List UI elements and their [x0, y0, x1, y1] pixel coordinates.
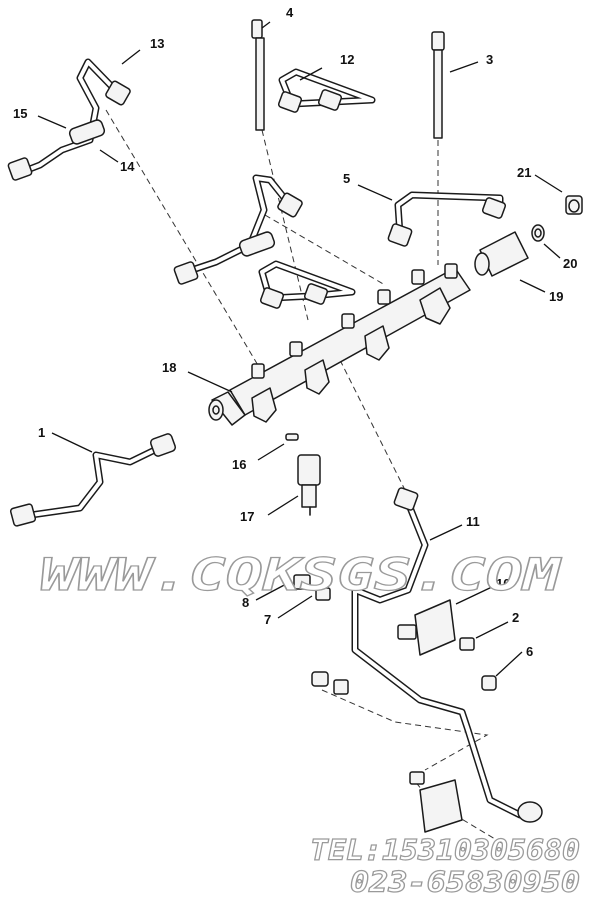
callout-12: 12: [340, 52, 354, 67]
clip-7-8: [293, 574, 331, 601]
leader-arrows: [37, 21, 563, 677]
pressure-sensor-17: [297, 454, 321, 516]
callout-11: 11: [466, 514, 480, 529]
callout-5: 5: [343, 171, 350, 186]
bolt-1: [459, 637, 475, 651]
fuel-supply-line-11: [351, 487, 543, 823]
callout-3: 3: [486, 52, 493, 67]
watermark-phone: 023-65830950: [350, 866, 580, 899]
callout-1: 2: [512, 610, 519, 625]
clamp-bracket-10: [397, 599, 456, 656]
injector-line-13-14: [7, 58, 131, 181]
pressure-relief-valve-19: [474, 231, 529, 277]
watermark: WWW.CQKSGS.COM TEL:15310305680 023-65830…: [39, 549, 580, 899]
mounting-bolt-3: [431, 31, 445, 139]
seal-ring-20: [531, 224, 545, 242]
callout-2: 1: [38, 425, 45, 440]
seal-16: [285, 433, 299, 441]
callout-20: 20: [563, 256, 577, 271]
injector-line-12: [277, 68, 376, 113]
callout-13: 13: [150, 36, 164, 51]
callout-4: 4: [286, 5, 294, 20]
callout-19: 19: [549, 289, 563, 304]
callout-18: 18: [162, 360, 176, 375]
callout-6: 6: [526, 644, 533, 659]
injector-line-2: [9, 433, 177, 527]
callout-15: 15: [13, 106, 27, 121]
callout-8: 8: [242, 595, 249, 610]
injector-line-5: [387, 191, 507, 247]
fuel-rail: [208, 263, 471, 426]
watermark-tel: TEL:15310305680: [310, 834, 580, 867]
callout-7: 7: [264, 612, 271, 627]
mounting-bolt-4: [251, 19, 265, 131]
plug-21: [565, 195, 583, 215]
callout-21: 21: [517, 165, 531, 180]
callout-16: 16: [232, 457, 246, 472]
callout-14: 14: [120, 159, 135, 174]
callout-10: 10: [496, 576, 510, 591]
injector-line-center: [173, 174, 303, 285]
lower-clamps: [311, 671, 463, 833]
callout-17: 17: [240, 509, 254, 524]
watermark-site: WWW.CQKSGS.COM: [40, 550, 562, 601]
callout-labels: 4 12 3 13 15 14 5 21 20 19 18 16 17 1 11…: [13, 5, 577, 659]
bolt-6: [481, 675, 497, 691]
injector-line-lower-hook: [258, 260, 356, 309]
